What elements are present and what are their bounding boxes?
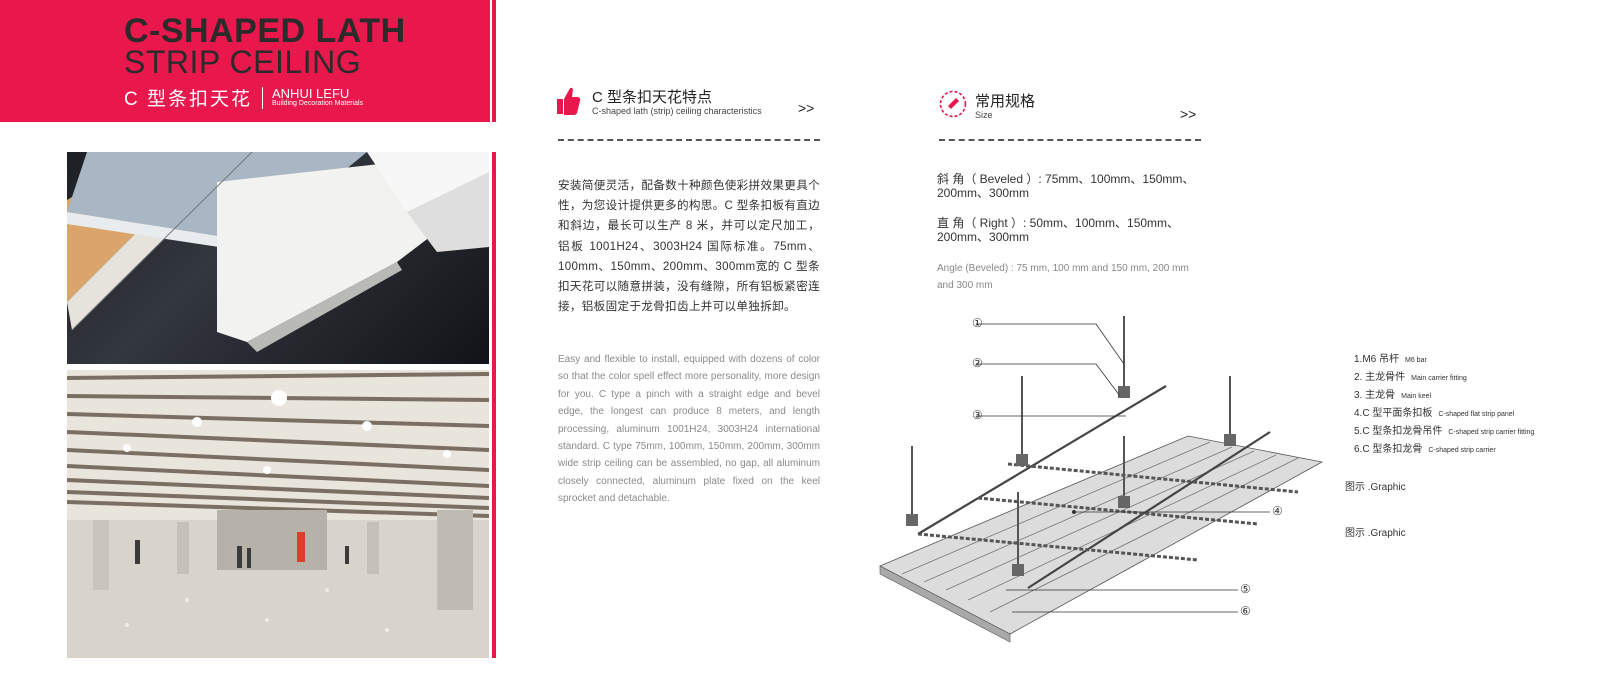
title-line-2: STRIP CEILING [124,44,362,80]
callout-1: ① [972,316,983,330]
features-paragraph-en: Easy and flexible to install, equipped w… [558,354,820,505]
hall-illustration [67,370,489,658]
right-spec-line-2: 200mm、300mm [937,230,1030,244]
graphic-label-2: 图示 .Graphic [1345,528,1406,539]
title-line-1: C-SHAPED LATH [124,12,406,50]
callout-3: ③ [972,408,983,422]
callout-5: ⑤ [1240,582,1251,596]
product-photo-strips [67,152,489,364]
header-banner [0,0,490,122]
beveled-spec-line-2: 200mm、300mm [937,186,1030,200]
sizes-title: 常用规格 [975,93,1036,110]
strip-samples-illustration [67,152,489,352]
features-subtitle: C-shaped lath (strip) ceiling characteri… [592,106,762,116]
ceiling-structure-diagram [878,316,1338,646]
title-separator [262,87,263,109]
beveled-spec-line-1: 斜 角（ Beveled ）: 75mm、100mm、150mm、 [937,172,1195,186]
features-arrows: >> [798,100,815,116]
graphic-label-1: 图示 .Graphic [1345,482,1406,493]
callout-4: ④ [1272,504,1283,518]
title-chinese: C 型条扣天花 [124,89,253,110]
brand-subtitle: Building Decoration Materials [272,100,364,107]
brand-name: ANHUI LEFU [272,86,350,101]
features-divider [558,139,820,141]
right-spec-line-1: 直 角（ Right ）: 50mm、100mm、150mm、 [937,216,1180,230]
sizes-english: Angle (Beveled) : 75 mm, 100 mm and 150 … [937,263,1189,291]
sizes-arrows: >> [1180,106,1197,122]
callout-6: ⑥ [1240,604,1251,618]
sizes-divider [939,139,1201,141]
sizes-subtitle: Size [975,110,993,120]
callout-2: ② [972,356,983,370]
accent-stripe [492,0,496,122]
features-title: C 型条扣天花特点 [592,89,713,106]
ceiling-diagram-svg [879,316,1324,643]
installation-photo-hall [67,370,489,658]
features-paragraph-cn: 安装简便灵活，配备数十种颜色使彩拼效果更具个性，为您设计提供更多的构思。C 型条… [558,179,820,314]
pencil-icon [939,90,967,118]
thumbs-up-icon [557,86,581,116]
photo-accent-stripe [492,152,496,658]
